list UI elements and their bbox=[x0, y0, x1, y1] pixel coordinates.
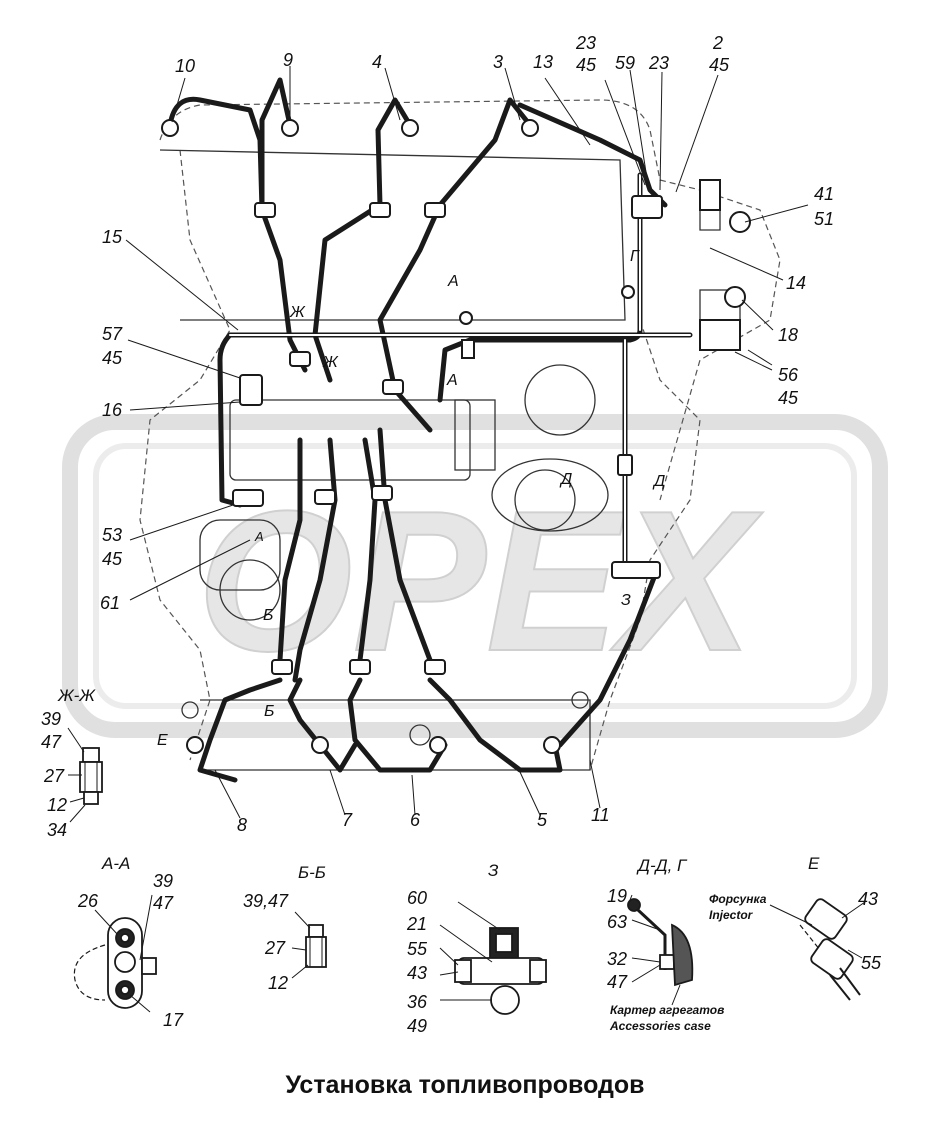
view-b-b-label-39-47: 39,47 bbox=[243, 891, 289, 911]
callout-18: 18 bbox=[778, 325, 799, 345]
view-d-d-g-label-19: 19 bbox=[607, 886, 628, 906]
view-d-d-g-label-32: 32 bbox=[607, 949, 628, 969]
callout-10: 10 bbox=[175, 56, 196, 76]
callout-3: 3 bbox=[493, 52, 504, 72]
view-d-d-g-drawing bbox=[627, 894, 694, 1006]
section-mark-a-mid: А bbox=[447, 372, 458, 389]
callout-7: 7 bbox=[342, 810, 353, 830]
view-zh-zh-label-34: 34 bbox=[47, 820, 68, 840]
view-a-a-label-17: 17 bbox=[163, 1010, 184, 1030]
view-z-label-55: 55 bbox=[407, 939, 428, 959]
watermark-text: OPEX bbox=[197, 470, 763, 693]
callout-6: 6 bbox=[410, 810, 421, 830]
pipe-fittings bbox=[161, 119, 751, 754]
view-z-label-36: 36 bbox=[407, 992, 428, 1012]
view-zh-zh-label-39: 39 bbox=[41, 709, 62, 729]
view-e-label-43: 43 bbox=[858, 889, 879, 909]
callout-2: 2 bbox=[713, 33, 724, 53]
view-e-heading: Е bbox=[808, 854, 820, 873]
injector-note-ru: Форсунка bbox=[709, 892, 767, 906]
section-mark-b-1: Б bbox=[263, 607, 274, 624]
view-d-d-g-heading: Д-Д, Г bbox=[638, 856, 687, 875]
view-z-drawing bbox=[439, 901, 547, 1015]
view-z-label-49: 49 bbox=[407, 1016, 428, 1036]
callout-5: 5 bbox=[537, 810, 548, 830]
view-zh-zh-heading: Ж-Ж bbox=[58, 686, 95, 705]
view-a-a-label-39: 39 bbox=[153, 871, 174, 891]
engine-block bbox=[139, 99, 781, 771]
callout-45-top: 45 bbox=[576, 55, 597, 75]
view-d-d-g-label-63: 63 bbox=[607, 912, 628, 932]
section-mark-a-low: А bbox=[255, 529, 264, 544]
callout-45-53: 45 bbox=[102, 549, 123, 569]
callout-56: 56 bbox=[778, 365, 799, 385]
callout-9: 9 bbox=[283, 50, 294, 70]
callout-23-top: 23 bbox=[576, 33, 597, 53]
callout-4: 4 bbox=[372, 52, 383, 72]
view-z-label-43: 43 bbox=[407, 963, 428, 983]
watermark-logo: OPEX bbox=[62, 414, 888, 738]
callout-15: 15 bbox=[102, 227, 123, 247]
section-mark-d-2: Д bbox=[654, 473, 666, 490]
callout-53: 53 bbox=[102, 525, 123, 545]
view-zh-zh-label-47: 47 bbox=[41, 732, 62, 752]
callout-57: 57 bbox=[102, 324, 123, 344]
section-mark-z: З bbox=[621, 592, 631, 609]
callout-61: 61 bbox=[100, 593, 121, 613]
section-mark-a-top: А bbox=[448, 273, 459, 290]
view-b-b-label-27: 27 bbox=[265, 938, 286, 958]
view-b-b-heading: Б-Б bbox=[298, 863, 326, 882]
page-title: Установка топливопроводов bbox=[285, 1071, 645, 1099]
view-a-a-label-26: 26 bbox=[78, 891, 99, 911]
view-zh-zh-label-12: 12 bbox=[47, 795, 68, 815]
callout-45-57: 45 bbox=[102, 348, 123, 368]
view-zh-zh-drawing bbox=[67, 727, 103, 823]
view-zh-zh-label-27: 27 bbox=[44, 766, 65, 786]
callout-14: 14 bbox=[786, 273, 807, 293]
view-a-a-drawing bbox=[73, 894, 157, 1013]
view-a-a-label-47: 47 bbox=[153, 893, 174, 913]
callout-51: 51 bbox=[814, 209, 835, 229]
section-mark-zh-1: Ж bbox=[290, 304, 305, 321]
callout-23-right: 23 bbox=[649, 53, 670, 73]
view-b-b-label-12: 12 bbox=[268, 973, 289, 993]
callout-41: 41 bbox=[814, 184, 835, 204]
accessories-case-note-en: Accessories case bbox=[610, 1019, 711, 1033]
callout-8: 8 bbox=[237, 815, 248, 835]
section-mark-b-2: Б bbox=[264, 703, 275, 720]
section-mark-e: Е bbox=[157, 732, 168, 749]
view-b-b-drawing bbox=[291, 911, 327, 979]
view-a-a-heading: А-А bbox=[102, 854, 131, 873]
injector-note-en: Injector bbox=[709, 908, 753, 922]
view-e-label-55: 55 bbox=[861, 953, 882, 973]
callout-45-56: 45 bbox=[778, 388, 799, 408]
view-d-d-g-label-47: 47 bbox=[607, 972, 628, 992]
callout-59: 59 bbox=[615, 53, 636, 73]
section-mark-d-1: Д bbox=[561, 471, 573, 488]
view-z-label-60: 60 bbox=[407, 888, 428, 908]
leader-lines bbox=[125, 66, 809, 819]
callout-45-right: 45 bbox=[709, 55, 730, 75]
view-z-heading: З bbox=[488, 861, 499, 880]
callout-13: 13 bbox=[533, 52, 554, 72]
view-e-drawing bbox=[769, 898, 866, 1001]
accessories-case-note-ru: Картер агрегатов bbox=[610, 1003, 725, 1017]
callout-11: 11 bbox=[591, 805, 610, 825]
section-mark-g: Г bbox=[630, 248, 639, 265]
callout-16: 16 bbox=[102, 400, 123, 420]
section-mark-zh-2: Ж bbox=[323, 354, 338, 371]
view-z-label-21: 21 bbox=[407, 914, 428, 934]
